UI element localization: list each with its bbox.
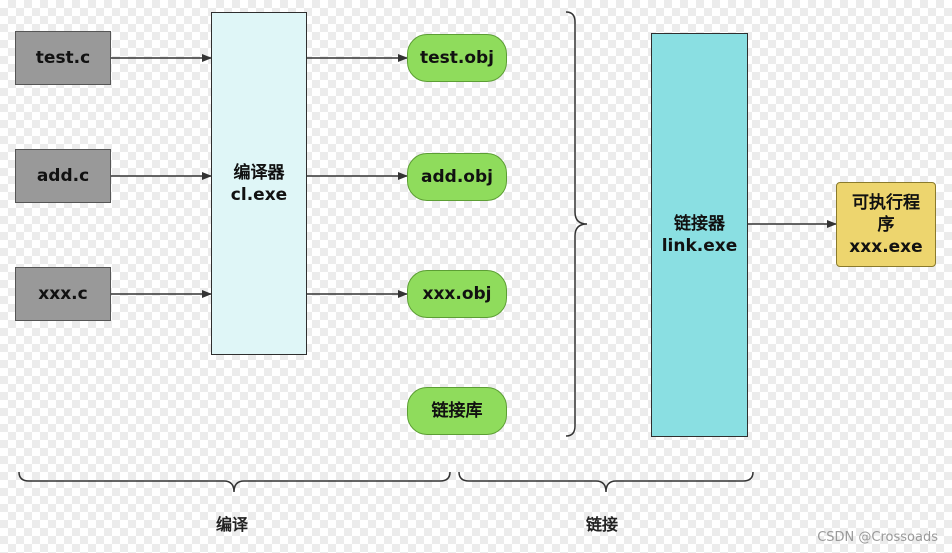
source-credit: CSDN @Crossoads (817, 530, 938, 545)
link-library-label: 链接库 (431, 401, 483, 421)
object-file-label: add.obj (421, 167, 493, 187)
object-file-label: test.obj (419, 48, 495, 68)
link-inputs-brace (565, 11, 588, 437)
linker-box: 链接器 link.exe (651, 33, 748, 437)
source-file-label: add.c (36, 166, 90, 186)
object-file-label: xxx.obj (422, 284, 492, 304)
source-file-label: xxx.c (38, 284, 88, 304)
linker-name: 链接器 (674, 214, 725, 234)
executable-title-line1: 可执行程 (852, 192, 920, 213)
link-library: 链接库 (407, 387, 507, 435)
executable-output: 可执行程 序 xxx.exe (836, 182, 936, 267)
compiler-name: 编译器 (233, 162, 285, 183)
executable-title-line2: 序 (877, 214, 895, 235)
source-file-label: test.c (35, 48, 91, 68)
source-file-xxx-c: xxx.c (15, 267, 111, 321)
compiler-box: 编译器 cl.exe (211, 12, 307, 355)
source-file-add-c: add.c (15, 149, 111, 203)
compiler-executable: cl.exe (230, 184, 288, 205)
object-file-test-obj: test.obj (407, 34, 507, 82)
link-phase-brace (458, 471, 754, 493)
executable-filename: xxx.exe (849, 236, 923, 257)
source-file-test-c: test.c (15, 31, 111, 85)
linker-executable: link.exe (661, 236, 738, 256)
link-phase-label: 链接 (586, 515, 619, 534)
compile-phase-label: 编译 (216, 515, 249, 534)
object-file-xxx-obj: xxx.obj (407, 270, 507, 318)
object-file-add-obj: add.obj (407, 153, 507, 201)
compile-phase-brace (18, 471, 451, 493)
